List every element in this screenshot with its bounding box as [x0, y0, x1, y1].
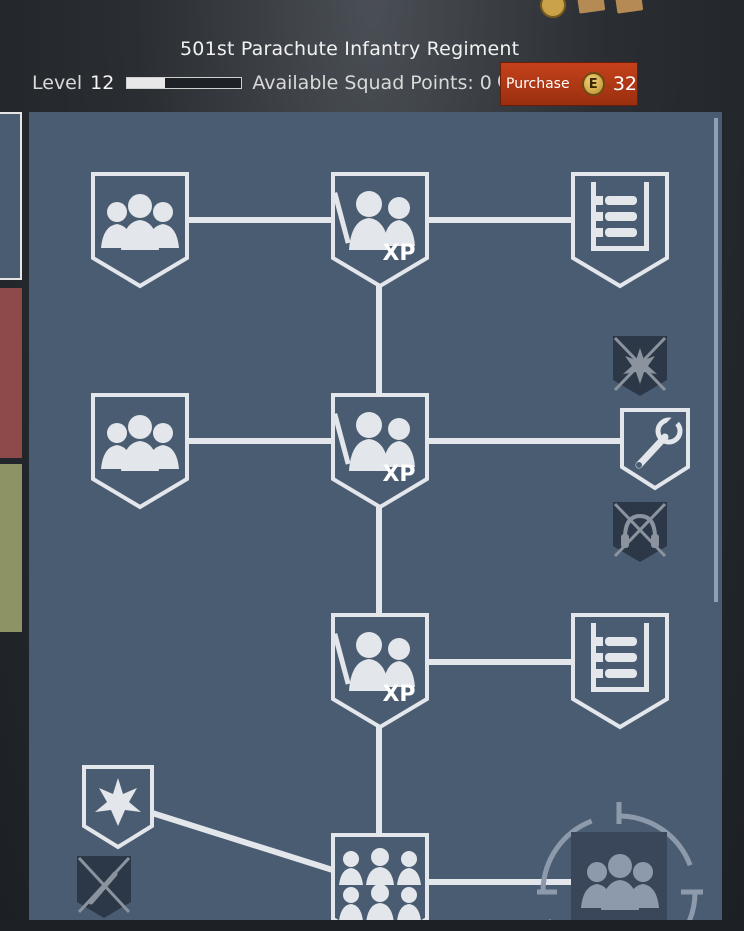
locked-radio-node[interactable] [611, 500, 669, 568]
ammo-node[interactable] [569, 170, 671, 290]
tree-scrollbar[interactable] [714, 118, 718, 602]
wrench-icon [635, 433, 669, 469]
selected-squad-node[interactable] [537, 802, 707, 920]
tree-connectors [148, 217, 629, 885]
xp-label: XP [382, 682, 415, 707]
large-squad-icon [339, 848, 421, 920]
large-squad-node[interactable] [329, 831, 431, 920]
gold-coin-icon [540, 0, 566, 18]
tab-red[interactable] [0, 288, 22, 458]
top-resources [540, 0, 644, 18]
headset-icon [623, 513, 657, 539]
soldier-xp-icon [332, 191, 415, 250]
locked-tool-node[interactable] [75, 854, 133, 920]
ammo-icon [591, 623, 649, 692]
level-row: Level 12 Available Squad Points: 0 [32, 72, 516, 94]
squad-icon [581, 854, 659, 910]
tab-blue[interactable] [0, 112, 22, 280]
purchase-button[interactable]: Purchase E 32 [500, 62, 638, 106]
squad-size-node[interactable] [89, 170, 191, 290]
ammo-node-2[interactable] [569, 611, 671, 731]
level-value: 12 [90, 72, 115, 94]
squad-icon [101, 415, 179, 471]
xp-progress-bar [126, 77, 243, 89]
squad-icon [101, 194, 179, 250]
explosion-icon [95, 778, 141, 826]
e-coin-icon: E [581, 72, 605, 96]
soldier-xp-icon [332, 412, 415, 471]
squad-xp-node-2[interactable]: XP [329, 391, 431, 511]
soldier-xp-icon [332, 632, 415, 691]
ammo-icon [591, 182, 649, 251]
regiment-title: 501st Parachute Infantry Regiment [180, 38, 520, 60]
card-icon [614, 0, 644, 14]
xp-progress-fill [127, 78, 165, 88]
level-label: Level [32, 72, 83, 94]
purchase-label: Purchase [506, 76, 570, 92]
purchase-price: 32 [612, 73, 637, 95]
xp-label: XP [382, 241, 415, 266]
tab-olive[interactable] [0, 464, 22, 632]
repair-node[interactable] [619, 407, 691, 491]
squad-size-node-2[interactable] [89, 391, 191, 511]
bottom-bar [0, 920, 744, 931]
xp-label: XP [382, 462, 415, 487]
squad-xp-node-3[interactable]: XP [329, 611, 431, 731]
locked-explosive-node[interactable] [611, 334, 669, 402]
upgrade-tree-panel: XP [29, 112, 722, 920]
explosive-node[interactable] [81, 764, 155, 854]
squad-points: Available Squad Points: 0 [252, 72, 492, 94]
card-icon [576, 0, 606, 14]
squad-xp-node[interactable]: XP [329, 170, 431, 290]
